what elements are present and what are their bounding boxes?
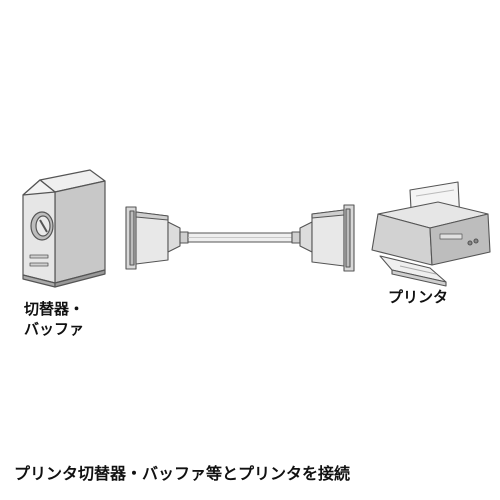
switcher-label-line1: 切替器・ <box>24 300 85 318</box>
printer-icon <box>371 181 491 287</box>
parallel-cable-icon <box>125 204 355 272</box>
switcher-label: 切替器・ バッファ <box>24 300 84 339</box>
switcher-label-line2: バッファ <box>24 319 85 338</box>
caption: プリンタ切替器・バッファ等とプリンタを接続 <box>14 464 351 483</box>
printer-label: プリンタ <box>388 288 449 306</box>
switcher-tower-icon <box>22 169 106 288</box>
